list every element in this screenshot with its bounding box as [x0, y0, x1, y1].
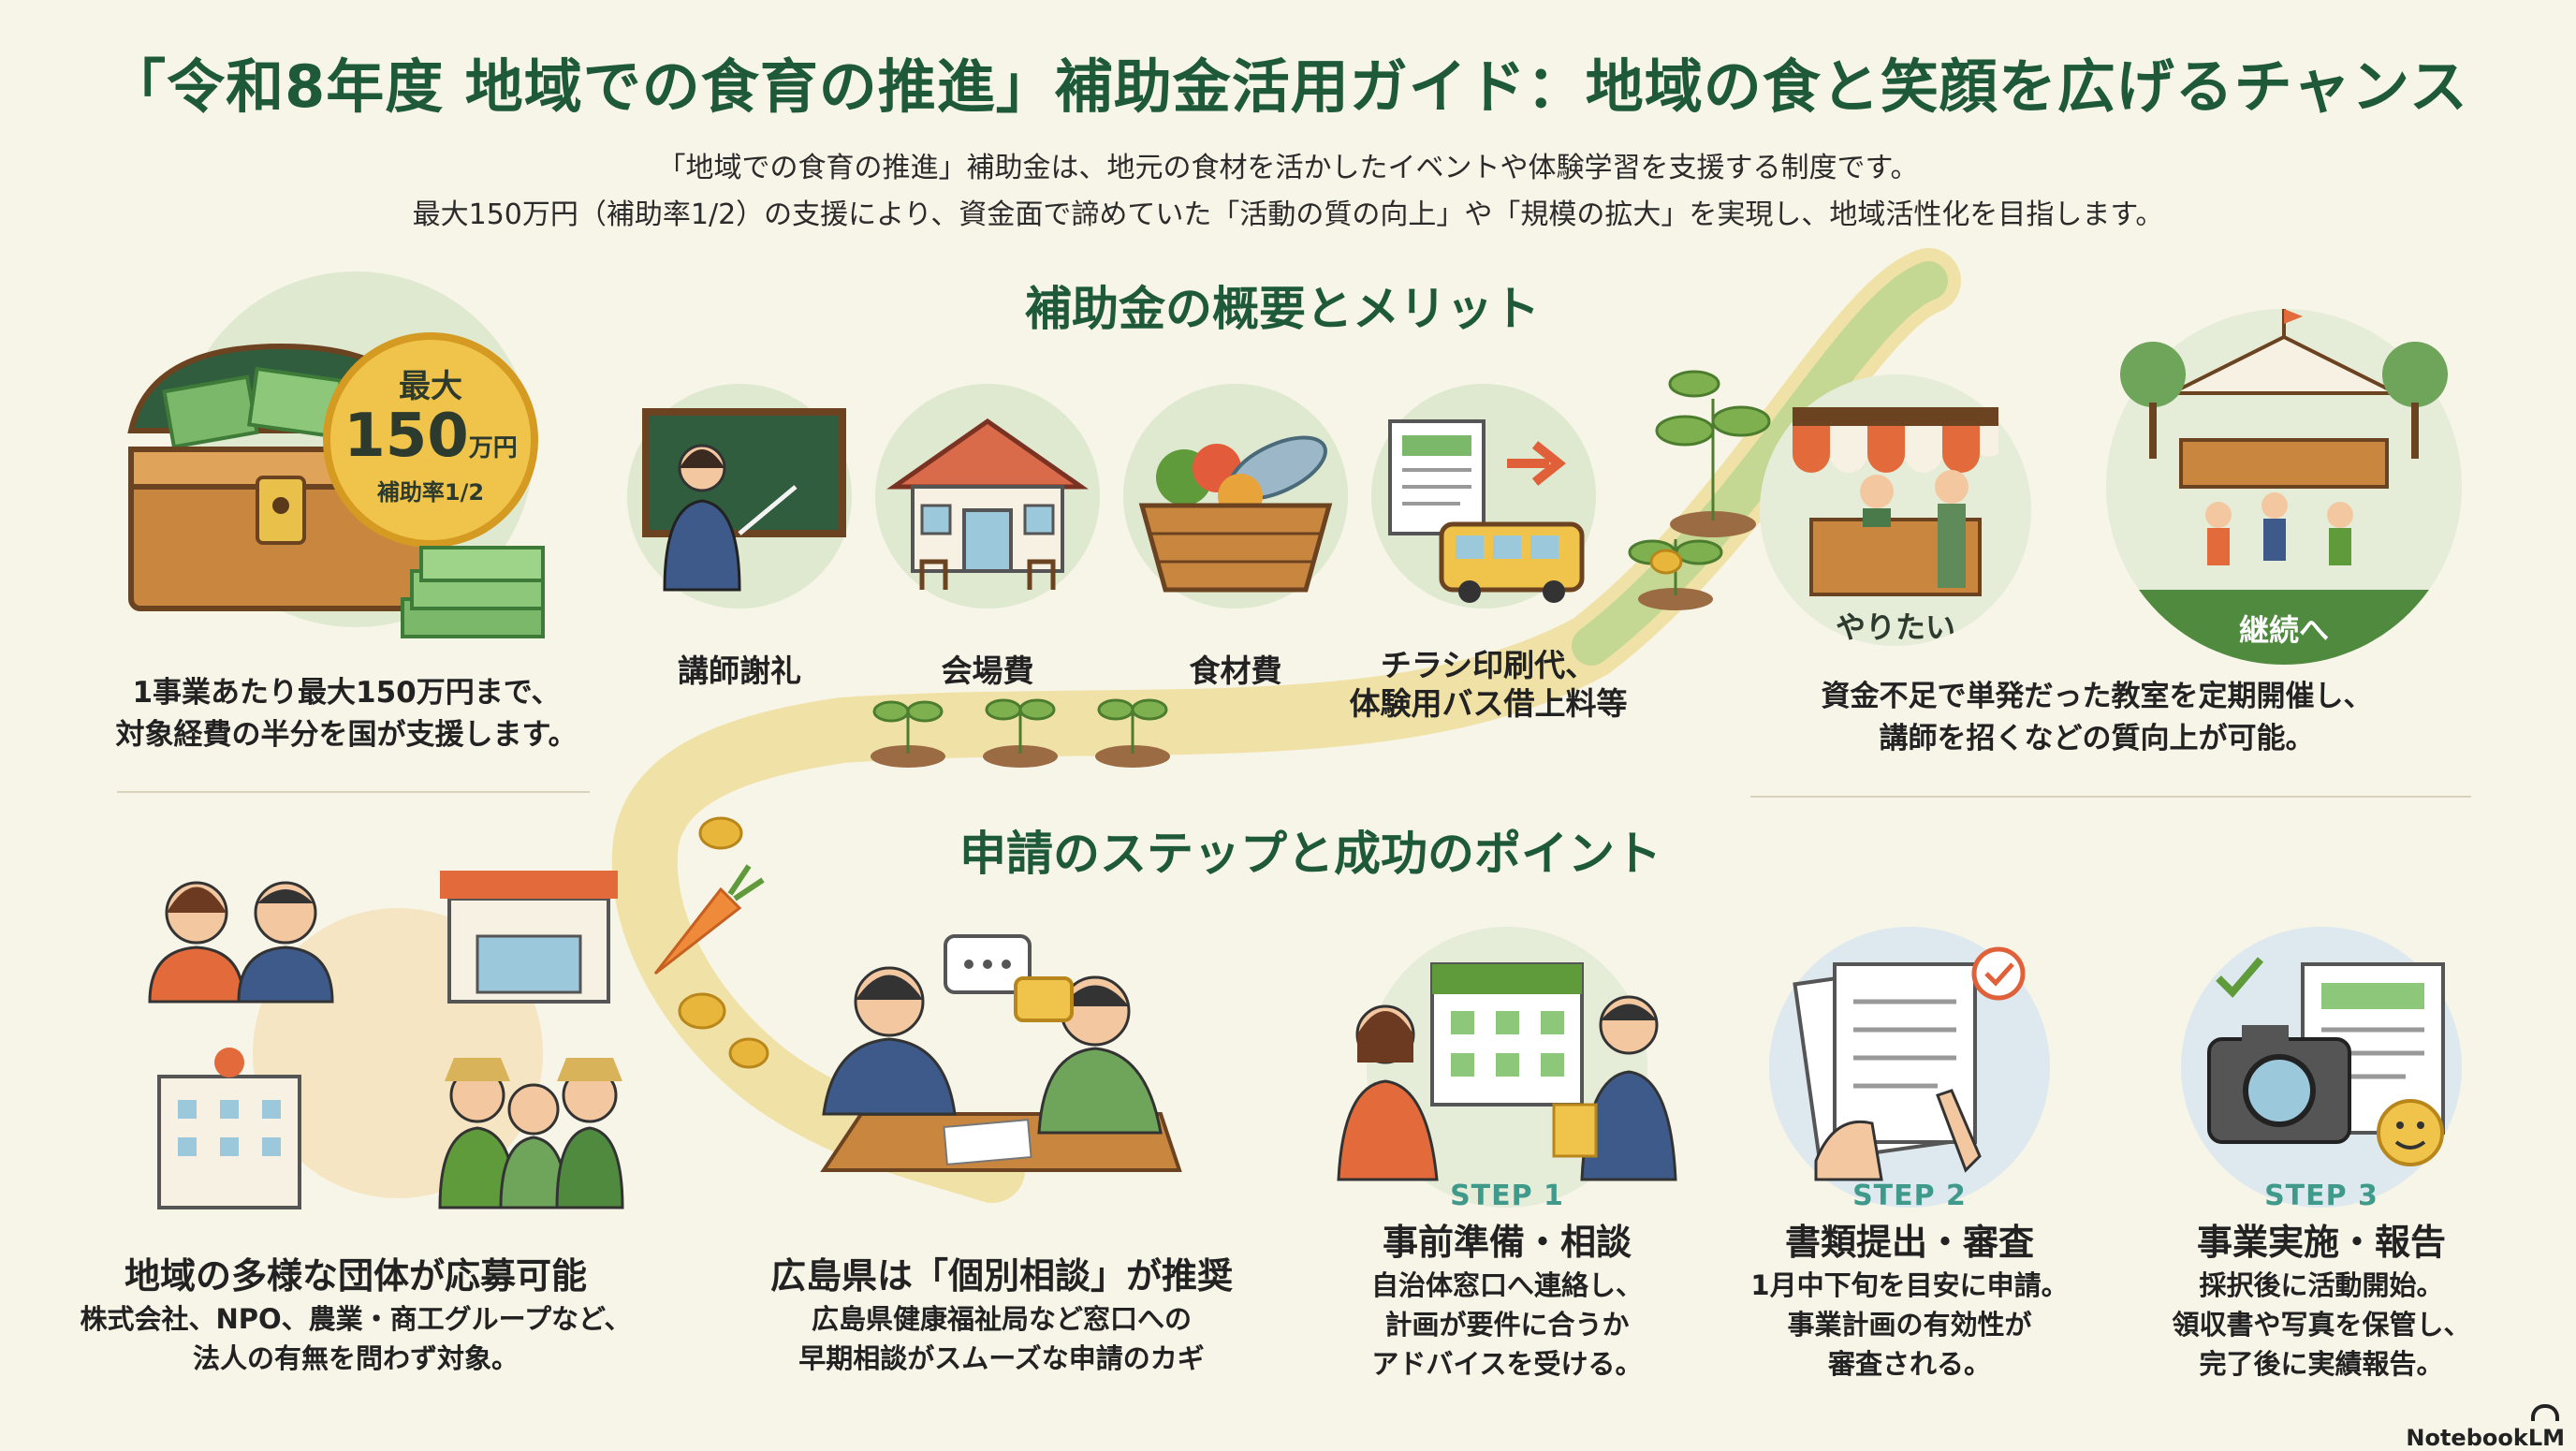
max-caption-line-2: 対象経費の半分を国が支援します。	[115, 717, 578, 752]
coin-icon	[678, 549, 1683, 1069]
growth-caption-line-2: 講師を招くなどの質向上が可能。	[1879, 721, 2315, 755]
teacher-icon	[642, 408, 846, 592]
divider-right	[1750, 796, 2471, 798]
max-amount-coin: 最大 150万円 補助率1/2	[323, 332, 538, 548]
section-heading-overview: 補助金の概要とメリット	[1025, 282, 1540, 336]
market-stall-icon	[1793, 407, 1998, 596]
consultation-icon	[820, 934, 1182, 1172]
step1-text-line-2: 計画が要件に合うか	[1384, 1309, 1630, 1341]
step3-title: 事業実施・報告	[2196, 1222, 2446, 1263]
page-title: 「令和8年度 地域での食育の推進」補助金活用ガイド：地域の食と笑顔を広げるチャン…	[108, 52, 2468, 121]
organizations-icon	[148, 871, 624, 1209]
growth-caption: 資金不足で単発だった教室を定期開催し、 講師を招くなどの質向上が可能。	[1741, 676, 2452, 760]
coin-unit: 万円	[468, 434, 518, 462]
brand-name: NotebookLM	[2406, 1425, 2565, 1451]
want-label: やりたい	[1835, 609, 1955, 645]
max-caption-line-1: 1事業あたり最大150万円まで、	[132, 676, 561, 710]
documents-icon	[1793, 946, 2026, 1181]
continue-label: 継続へ	[2238, 612, 2329, 648]
step2-text-line-3: 審査される。	[1827, 1348, 1991, 1381]
max-amount-caption: 1事業あたり最大150万円まで、 対象経費の半分を国が支援します。	[84, 672, 608, 756]
step2-text: 1月中下旬を目安に申請。 事業計画の有効性が 審査される。	[1732, 1266, 2087, 1384]
calendar-consult-icon	[1337, 962, 1677, 1181]
consult-text-line-2: 早期相談がスムーズな申請のカギ	[798, 1342, 1205, 1375]
step1-text-line-3: アドバイスを受ける。	[1371, 1348, 1643, 1381]
coin-amount: 150	[344, 402, 469, 471]
continue-banner	[2106, 590, 2462, 665]
step2-label: STEP 2	[1852, 1180, 1967, 1212]
expense-label-4: チラシ印刷代、 体験用バス借上料等	[1349, 647, 1628, 723]
venue-icon	[886, 418, 1089, 590]
divider-left	[117, 791, 590, 793]
expense-label-2: 会場費	[941, 652, 1034, 689]
coin-top-label: 最大	[399, 368, 462, 405]
step1-title: 事前準備・相談	[1382, 1222, 1632, 1263]
step1-text-line-1: 自治体窓口へ連絡し、	[1370, 1269, 1643, 1301]
cash-stack-icon	[401, 546, 545, 638]
carrot-icon	[653, 864, 765, 975]
festival-icon	[2120, 309, 2448, 565]
eligibility-text-line-2: 法人の有無を問わず対象。	[192, 1342, 519, 1375]
notebooklm-logo-icon	[2531, 1404, 2559, 1421]
eligibility-text-line-1: 株式会社、NPO、農業・商工グループなど、	[80, 1303, 632, 1335]
intro-line-1: 「地域での食育の推進」補助金は、地元の食材を活かしたイベントや体験学習を支援する…	[657, 152, 1919, 184]
step3-text: 採択後に活動開始。 領収書や写真を保管し、 完了後に実績報告。	[2144, 1266, 2499, 1384]
expense-label-1: 講師謝礼	[678, 652, 801, 689]
sprout-icon	[871, 370, 1771, 768]
step2-title: 書類提出・審査	[1784, 1222, 2034, 1263]
step2-text-line-2: 事業計画の有効性が	[1787, 1309, 2032, 1341]
step3-text-line-2: 領収書や写真を保管し、	[2172, 1309, 2471, 1341]
intro-line-2: 最大150万円（補助率1/2）の支援により、資金面で諦めていた「活動の質の向上」…	[412, 198, 2164, 231]
step3-text-line-3: 完了後に実績報告。	[2199, 1348, 2444, 1381]
consult-title: 広島県は「個別相談」が推奨	[769, 1255, 1233, 1297]
eligibility-text: 株式会社、NPO、農業・商工グループなど、 法人の有無を問わず対象。	[56, 1299, 655, 1378]
coin-rate: 補助率1/2	[376, 479, 485, 506]
food-basket-icon	[1138, 435, 1333, 593]
consult-text-line-1: 広島県健康福祉局など窓口への	[811, 1303, 1192, 1335]
camera-report-icon	[2207, 957, 2445, 1166]
growth-caption-line-1: 資金不足で単発だった教室を定期開催し、	[1821, 680, 2373, 713]
consult-text: 広島県健康福祉局など窓口への 早期相談がスムーズな申請のカギ	[711, 1299, 1292, 1378]
expense-label-3: 食材費	[1189, 652, 1282, 689]
section-heading-steps: 申請のステップと成功のポイント	[959, 827, 1661, 881]
step3-text-line-1: 採択後に活動開始。	[2199, 1269, 2444, 1301]
step3-label: STEP 3	[2264, 1180, 2378, 1212]
step2-text-line-1: 1月中下旬を目安に申請。	[1750, 1269, 2069, 1301]
brand-mark: NotebookLM	[2378, 1399, 2565, 1451]
eligibility-title: 地域の多様な団体が応募可能	[124, 1255, 587, 1297]
step1-text: 自治体窓口へ連絡し、 計画が要件に合うか アドバイスを受ける。	[1329, 1266, 1685, 1384]
flyer-bus-icon	[1388, 419, 1585, 603]
step1-label: STEP 1	[1450, 1180, 1564, 1212]
